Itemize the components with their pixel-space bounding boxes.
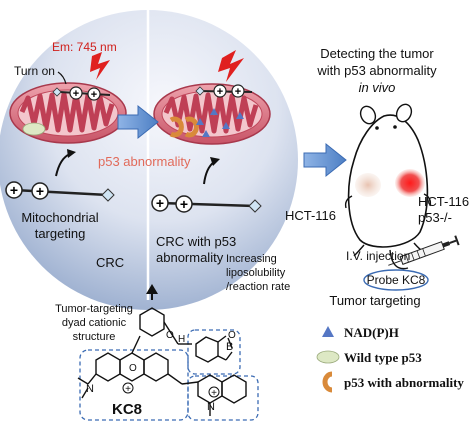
mitochondrion-right [153, 83, 271, 145]
crc-p53-line1: CRC with p53 [156, 234, 236, 249]
probe-label: Probe KC8 [367, 273, 426, 287]
lightning-left [90, 52, 110, 80]
svg-text:N: N [207, 401, 215, 413]
mito-targeting-line1: Mitochondrial [21, 210, 98, 225]
iv-injection-label: I.V. injection [346, 249, 410, 263]
lightning-right [218, 50, 244, 82]
lipo-line2: liposolubility [226, 267, 286, 279]
abnormal-p53-shape-1 [169, 116, 184, 138]
probe-free-left: + + [5, 181, 115, 202]
tumor-wild-type [355, 173, 381, 197]
mouse-illustration [344, 103, 432, 270]
svg-text:B: B [226, 341, 233, 353]
tumor-targeting-line2: dyad cationic [62, 317, 127, 329]
to-mouse-arrow [303, 142, 347, 178]
crc-label: CRC [96, 255, 124, 270]
hct116-p53-line1: HCT-116 [418, 194, 469, 209]
quinoline-box [187, 375, 259, 421]
tumor-targeting-line3: structure [73, 331, 116, 343]
svg-text:O: O [228, 330, 236, 341]
crc-p53-line2: abnormality [156, 250, 224, 265]
svg-text:+: + [211, 388, 217, 399]
kc8-atoms: N H O B O O N + + [86, 330, 236, 413]
lipo-line1: Increasing [226, 253, 277, 265]
turn-on-pointer [57, 71, 67, 85]
svg-text:+: + [73, 88, 79, 100]
wild-type-p53-shape [22, 122, 46, 136]
svg-text:+: + [156, 195, 164, 211]
legend-wild-type: Wild type p53 [344, 350, 422, 365]
nadph-icon [322, 326, 334, 337]
svg-text:H: H [178, 334, 185, 345]
svg-text:+: + [180, 196, 188, 212]
hct116-label: HCT-116 [285, 208, 336, 223]
svg-text:O: O [129, 363, 137, 374]
svg-text:+: + [36, 183, 44, 199]
tumor-targeting-line1: Tumor-targeting [55, 303, 133, 315]
svg-text:+: + [10, 182, 18, 198]
probe-in-mito-left: + + [52, 86, 111, 101]
mito-targeting-line2: targeting [35, 226, 86, 241]
legend: NAD(P)H Wild type p53 p53 with abnormali… [316, 325, 464, 393]
tumor-targeting-label: Tumor targeting [329, 293, 420, 308]
svg-text:O: O [166, 330, 174, 341]
boronate-box [187, 329, 241, 375]
svg-text:+: + [235, 86, 241, 98]
legend-nadph: NAD(P)H [344, 325, 399, 340]
tumor-p53-null [395, 169, 425, 197]
legend-abnormal: p53 with abnormality [344, 375, 464, 390]
lipo-line3: /reaction rate [226, 281, 290, 293]
emission-label: Em: 745 nm [52, 40, 117, 54]
abnormal-icon [322, 371, 333, 393]
hct116-p53-line2: p53-/- [418, 210, 452, 225]
wild-type-icon [316, 350, 340, 364]
syringe-icon [388, 235, 460, 266]
svg-text:N: N [86, 383, 94, 395]
svg-text:+: + [91, 89, 97, 101]
kc8-molecule [77, 307, 259, 421]
probe-oval [363, 269, 429, 291]
transition-arrow [117, 104, 159, 140]
svg-text:+: + [217, 86, 223, 98]
probe-free-right: + + [151, 194, 262, 213]
abnormal-p53-shape-2 [184, 116, 199, 138]
title-line2: with p53 abnormality [316, 63, 437, 78]
probe-in-mito-right: + + [195, 84, 253, 98]
p53-abnormality-label: p53 abnormality [98, 154, 191, 169]
kc8-label: KC8 [112, 401, 142, 418]
title-line1: Detecting the tumor [320, 46, 434, 61]
title-line3: in vivo [359, 80, 396, 95]
svg-text:+: + [125, 384, 131, 395]
turn-on-label: Turn on [14, 64, 55, 78]
